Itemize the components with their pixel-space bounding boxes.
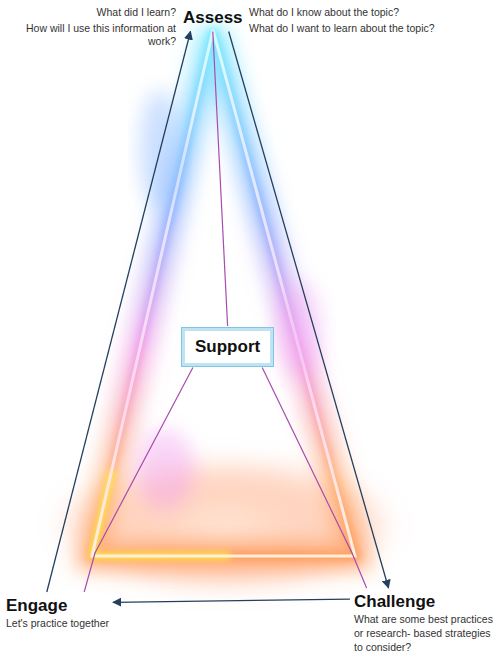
support-line — [84, 368, 193, 593]
stage-title: Engage — [6, 596, 109, 616]
stage-node: ChallengeWhat are some best practices or… — [352, 590, 498, 656]
support-line — [213, 32, 228, 327]
question-label: What do I want to learn about the topic? — [249, 22, 497, 36]
cycle-arrow — [229, 32, 389, 589]
question-group: What do I know about the topic? What do I… — [249, 6, 497, 35]
pink-glow — [278, 280, 322, 380]
cycle-arrow — [113, 599, 350, 602]
question-group: What did I learn? How will I use this inf… — [6, 6, 176, 49]
support-box: Support — [182, 328, 273, 366]
support-line — [262, 368, 366, 589]
stage-node: EngageLet's practice together — [4, 594, 111, 632]
stage-title: Challenge — [354, 592, 496, 612]
stage-node: Assess — [181, 6, 245, 30]
question-label: How will I use this information at work? — [6, 22, 176, 49]
stage-title: Assess — [183, 8, 243, 28]
stage-description: What are some best practices or research… — [354, 612, 496, 655]
stage-description: Let's practice together — [6, 616, 109, 630]
question-label: What do I know about the topic? — [249, 6, 497, 20]
question-label: What did I learn? — [6, 6, 176, 20]
pink-glow — [135, 430, 195, 510]
stage-title: Support — [195, 337, 260, 357]
